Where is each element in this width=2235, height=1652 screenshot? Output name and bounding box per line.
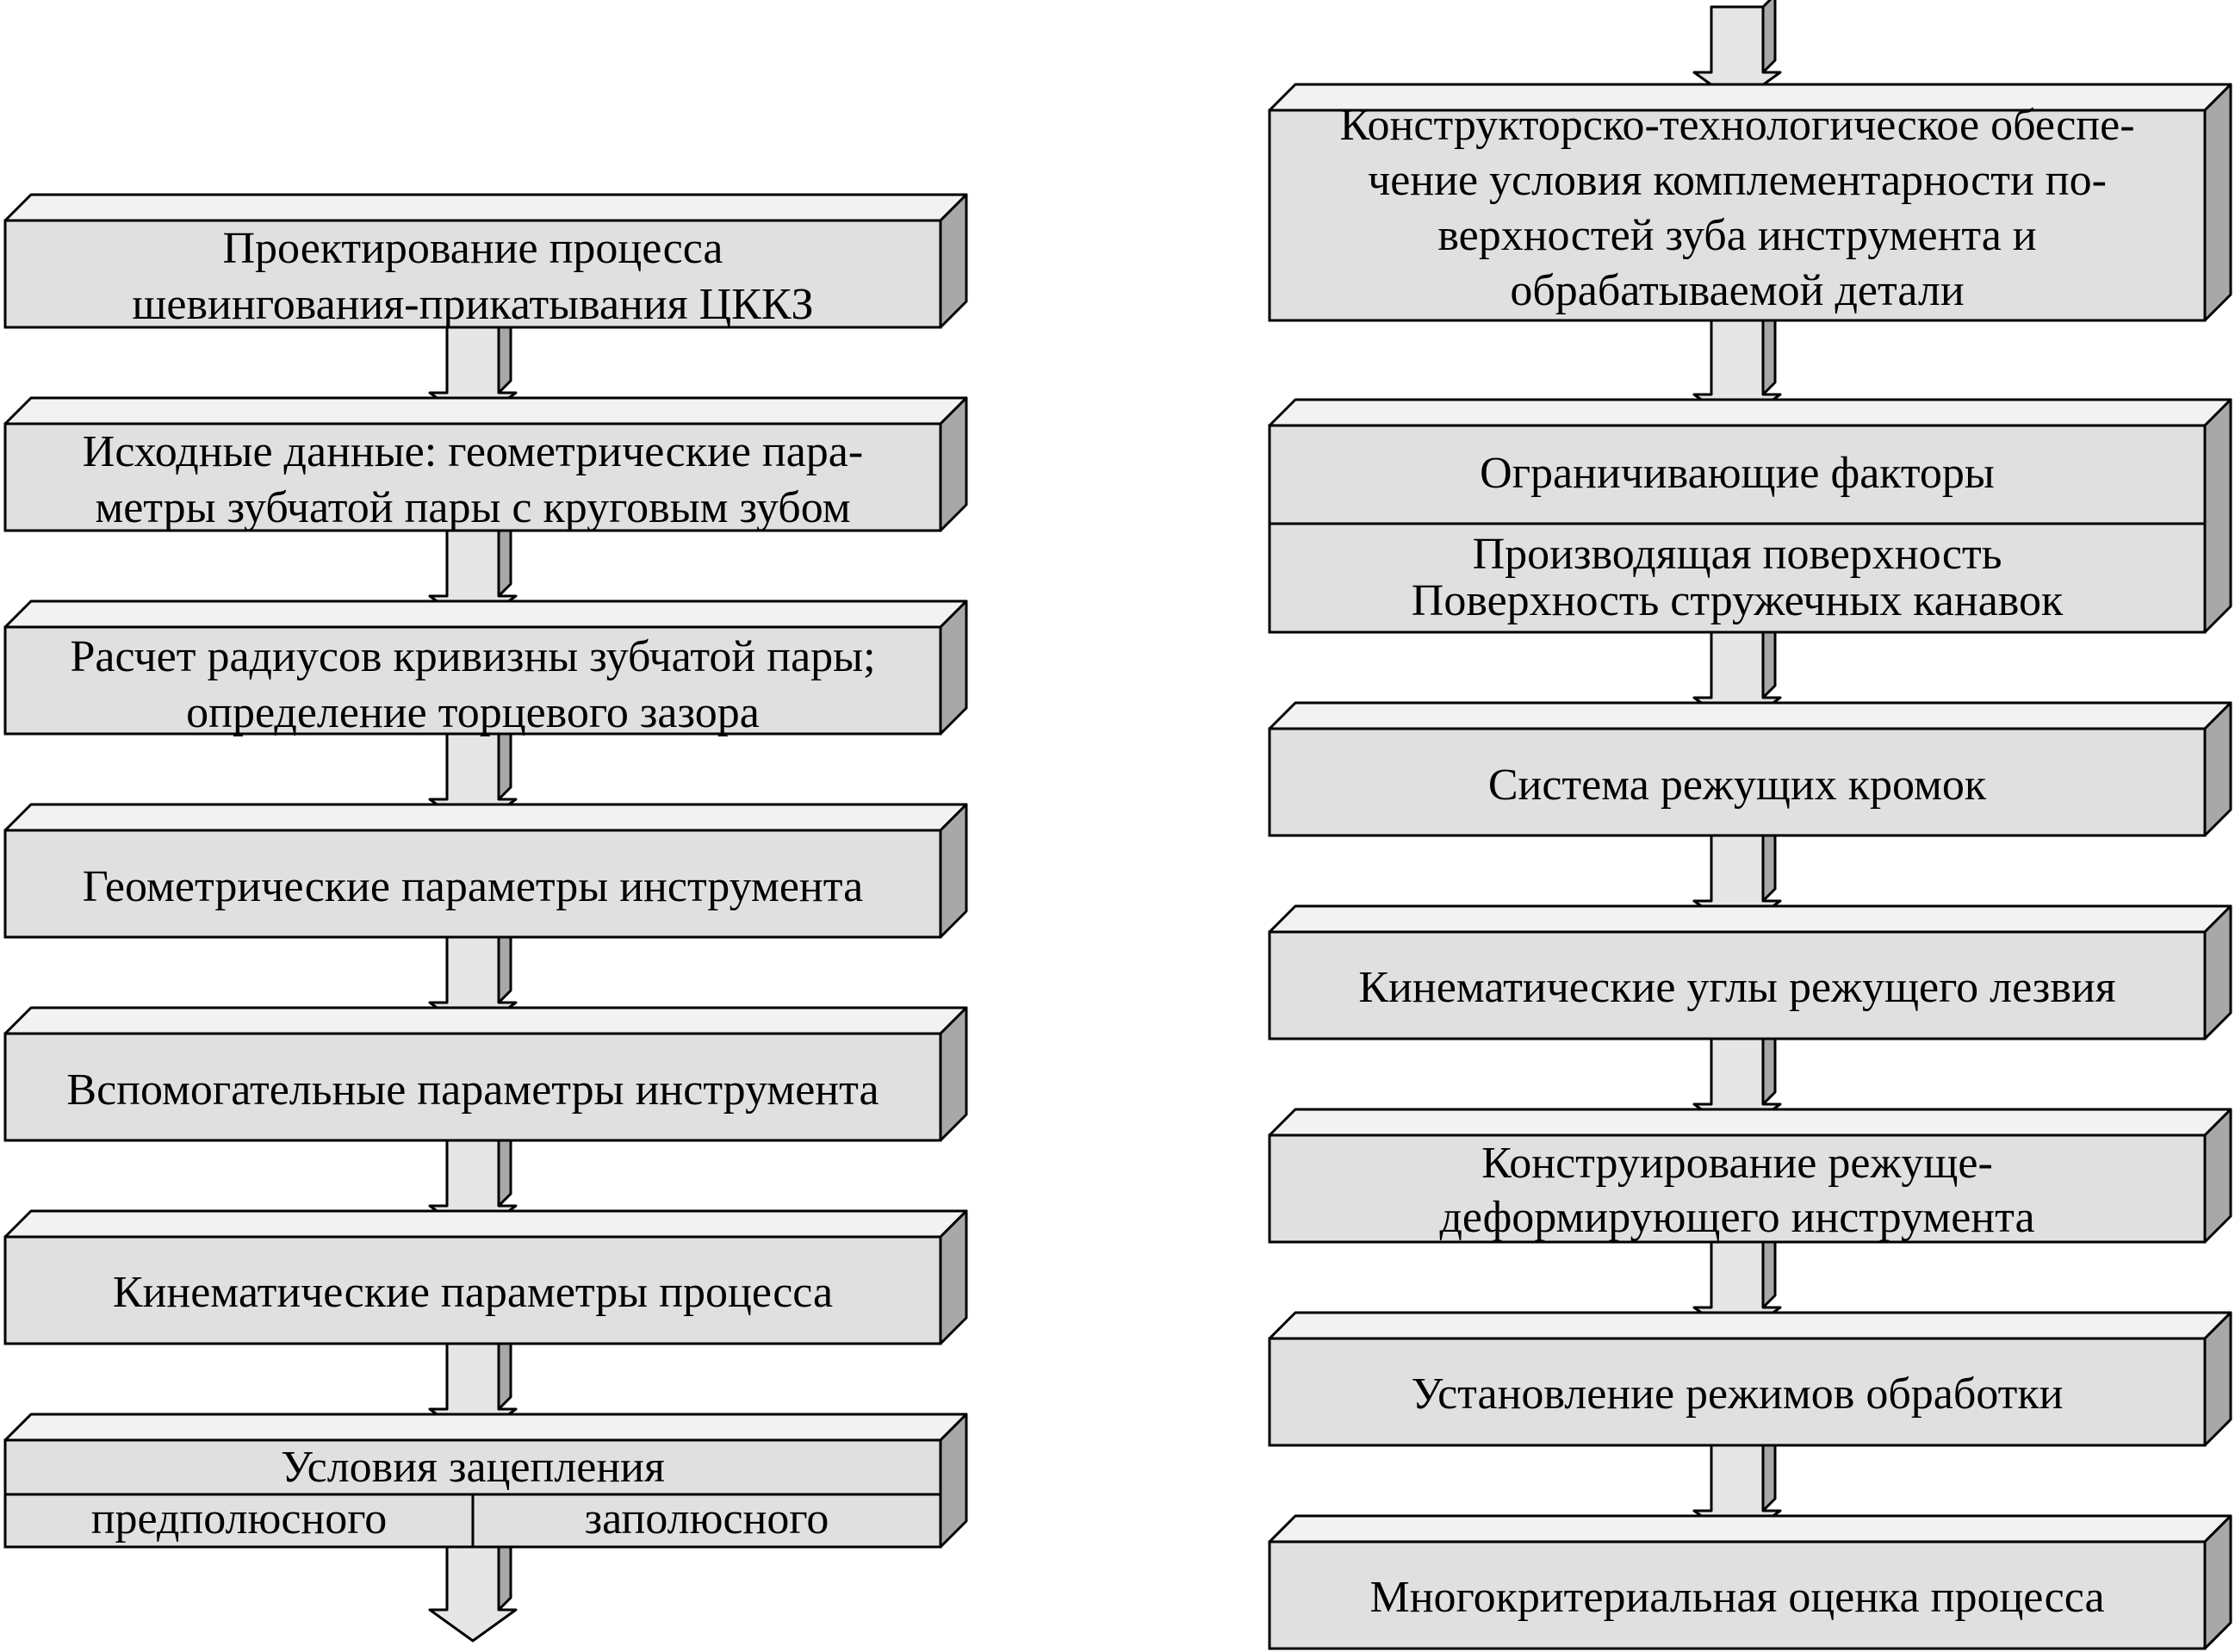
box-label: обрабатываемой детали bbox=[1510, 266, 1964, 315]
box-top-face bbox=[3, 803, 968, 832]
box-label: Вспомогательные параметры инструмента bbox=[66, 1065, 878, 1115]
process-box: Кинематические параметры процесса bbox=[3, 1209, 968, 1345]
box-header: Условия зацепления bbox=[281, 1443, 665, 1492]
arrow-body bbox=[428, 1545, 518, 1643]
process-box: Система режущих кромок bbox=[1268, 701, 2232, 837]
box-label: Геометрические параметры инструмента bbox=[83, 862, 863, 911]
box-top-face bbox=[3, 396, 968, 425]
box-label: верхностей зуба инструмента и bbox=[1437, 211, 2036, 260]
box-front-face bbox=[3, 1032, 942, 1142]
box-front-face bbox=[3, 422, 942, 532]
box-label: Конструирование режуще- bbox=[1481, 1139, 1993, 1188]
process-box: Расчет радиусов кривизны зубчатой пары; о… bbox=[3, 599, 968, 737]
box-label: Система режущих кромок bbox=[1488, 761, 1987, 810]
process-box: Исходные данные: геометрические пара-мет… bbox=[3, 396, 968, 532]
box-top-face bbox=[1268, 1311, 2232, 1340]
process-box: Многокритериальная оценка процесса bbox=[1268, 1514, 2232, 1650]
box-front-face bbox=[3, 829, 942, 939]
box-header: Ограничивающие факторы bbox=[1480, 449, 1995, 498]
box-label: Производящая поверхность bbox=[1473, 530, 2002, 579]
table-cell: заполюсного bbox=[585, 1494, 829, 1543]
process-box: Установление режимов обработки bbox=[1268, 1311, 2232, 1447]
box-label: Кинематические углы режущего лезвия bbox=[1358, 963, 2115, 1012]
box-top-face bbox=[3, 193, 968, 222]
box-label: шевингования-прикатывания ЦККЗ bbox=[132, 280, 813, 329]
box-front-face bbox=[1268, 1133, 2207, 1244]
process-box: Кинематические углы режущего лезвия bbox=[1268, 904, 2232, 1040]
box-front-face bbox=[1268, 109, 2207, 322]
box-label: Установление режимов обработки bbox=[1412, 1369, 2064, 1419]
boxes-layer: Проектирование процесса шевингования-прик… bbox=[3, 83, 2232, 1650]
box-top-face bbox=[1268, 1514, 2232, 1543]
box-label: определение торцевого зазора bbox=[186, 688, 760, 737]
down-arrow-icon bbox=[1692, 0, 1782, 105]
box-front-face bbox=[3, 1235, 942, 1345]
box-front-face bbox=[3, 219, 942, 329]
box-label: Кинематические параметры процесса bbox=[113, 1268, 833, 1317]
box-front-face bbox=[1268, 930, 2207, 1040]
box-top-face bbox=[1268, 398, 2232, 427]
box-side-face bbox=[2203, 83, 2232, 322]
box-label: деформирующего инструмента bbox=[1439, 1193, 2034, 1242]
process-box: Проектирование процесса шевингования-прик… bbox=[3, 193, 968, 329]
box-label: метры зубчатой пары с круговым зубом bbox=[95, 483, 850, 532]
box-label: Многокритериальная оценка процесса bbox=[1369, 1573, 2104, 1622]
table-cell: предполюсного bbox=[91, 1494, 388, 1543]
box-label: Конструкторско-технологическое обеспе- bbox=[1339, 101, 2134, 150]
box-top-face bbox=[3, 1413, 968, 1442]
process-box: Геометрические параметры инструмента bbox=[3, 803, 968, 939]
box-front-face bbox=[1268, 727, 2207, 837]
box-top-face bbox=[1268, 1108, 2232, 1137]
box-label: Исходные данные: геометрические пара- bbox=[83, 427, 863, 476]
box-front-face bbox=[1268, 1337, 2207, 1447]
process-box: Вспомогательные параметры инструмента bbox=[3, 1006, 968, 1142]
box-top-face bbox=[1268, 701, 2232, 730]
process-box: Конструирование режуще-деформирующего ин… bbox=[1268, 1108, 2232, 1244]
box-top-face bbox=[3, 1209, 968, 1239]
box-front-face bbox=[1268, 1540, 2207, 1650]
box-front-face bbox=[1268, 424, 2207, 634]
box-label: Проектирование процесса bbox=[223, 224, 723, 273]
box-top-face bbox=[3, 599, 968, 629]
box-label: чение условия комплементарности по- bbox=[1368, 156, 2107, 205]
box-top-face bbox=[3, 1006, 968, 1035]
box-side-face bbox=[2203, 398, 2232, 634]
box-label: Расчет радиусов кривизны зубчатой пары; bbox=[70, 632, 875, 681]
process-box: Конструкторско-технологическое обеспе-че… bbox=[1268, 83, 2232, 322]
box-front-face bbox=[3, 625, 942, 736]
box-top-face bbox=[1268, 904, 2232, 934]
down-arrow-icon bbox=[428, 1533, 518, 1643]
box-label: Поверхность стружечных канавок bbox=[1412, 576, 2064, 625]
